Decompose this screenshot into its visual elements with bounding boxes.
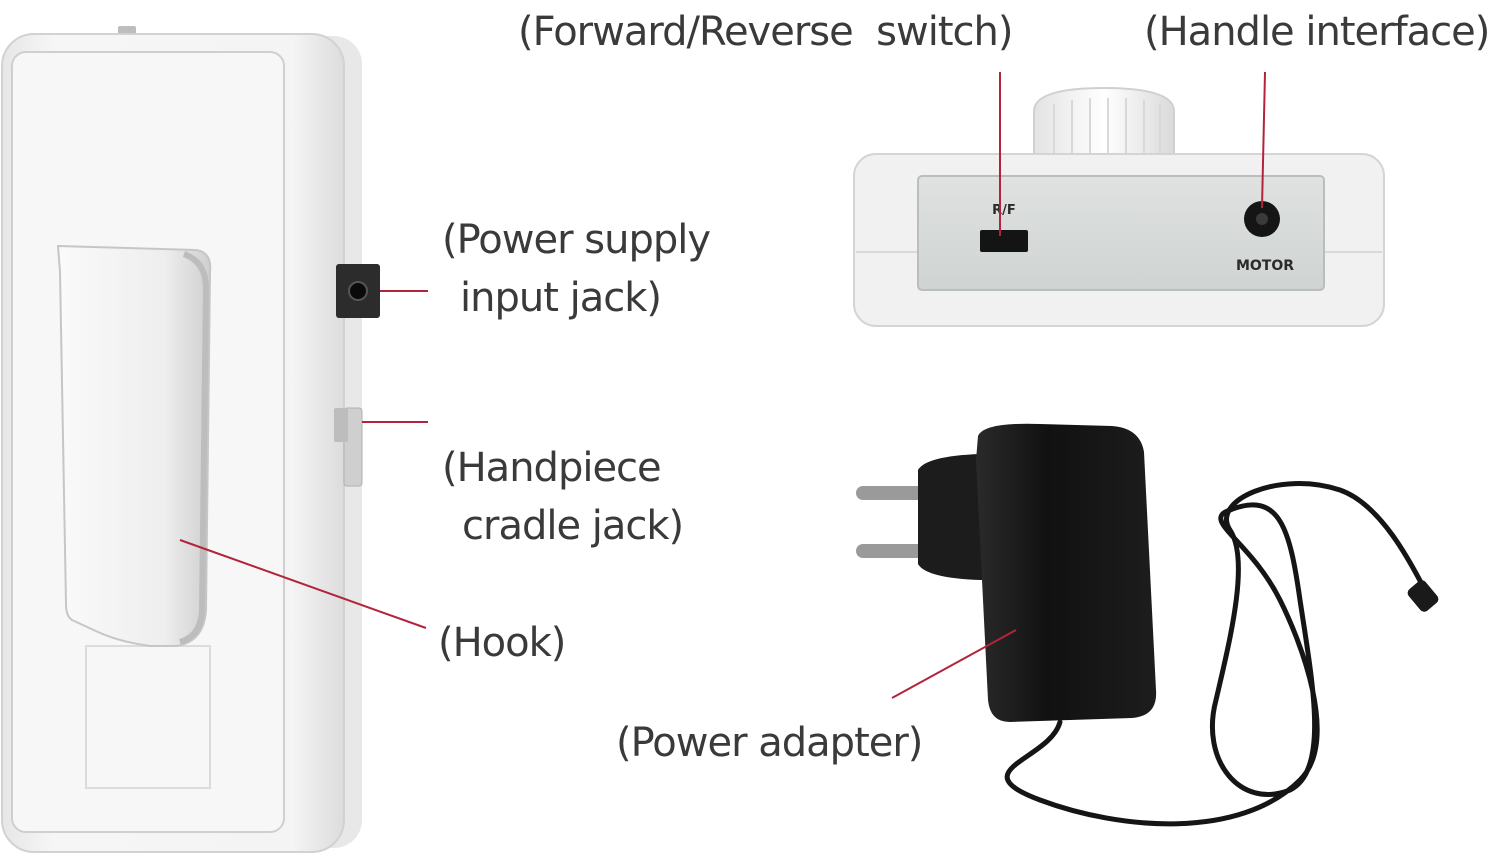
adapter-cable <box>1004 481 1433 827</box>
label-handpiece-line1: (Handpiece <box>442 445 662 491</box>
adapter-dc-plug <box>1407 580 1439 612</box>
device-end-view: R/F MOTOR <box>853 86 1385 327</box>
forward-reverse-switch <box>980 230 1028 252</box>
power-adapter <box>856 423 1439 827</box>
belt-hook-edge <box>178 251 210 645</box>
leader-handle-interface <box>1261 71 1266 209</box>
adapter-pin-top <box>856 486 926 500</box>
port-pin <box>1256 213 1268 225</box>
motor-mark: MOTOR <box>1236 258 1294 274</box>
adapter-plug-base <box>918 454 990 580</box>
adapter-body <box>976 423 1157 722</box>
belt-hook <box>56 244 212 647</box>
label-power-supply-line2: input jack) <box>460 275 662 321</box>
leader-hook <box>179 539 427 629</box>
label-handpiece-line2: cradle jack) <box>462 503 684 549</box>
handpiece-cradle-jack <box>334 407 363 487</box>
control-panel <box>917 175 1325 291</box>
device-front-view <box>1 26 380 853</box>
label-hook: (Hook) <box>438 620 566 666</box>
leader-lines <box>179 71 1266 699</box>
label-handle-interface: (Handle interface) <box>1144 9 1490 55</box>
switch-mark: R/F <box>992 203 1016 218</box>
knob-ridges <box>1053 98 1161 154</box>
power-input-jack <box>336 264 380 318</box>
label-power-supply-line1: (Power supply <box>442 217 711 263</box>
adapter-pin-bottom <box>856 544 926 558</box>
label-power-adapter: (Power adapter) <box>616 720 923 766</box>
control-knob <box>1033 86 1175 157</box>
leader-power-adapter <box>891 629 1017 699</box>
label-forward-reverse-switch: (Forward/Reverse switch) <box>518 9 1013 55</box>
